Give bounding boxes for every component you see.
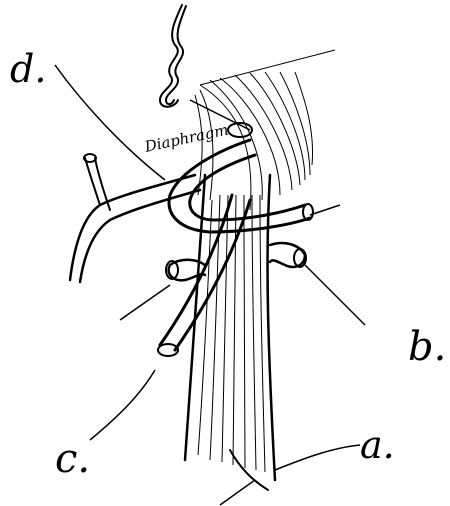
label-d: d. bbox=[10, 47, 46, 91]
label-diaphragm: Diaphragm bbox=[142, 121, 230, 156]
label-b: b. bbox=[408, 324, 446, 370]
label-c: c. bbox=[55, 436, 90, 482]
side-branches-b bbox=[166, 243, 306, 280]
vessel-d bbox=[70, 154, 200, 282]
main-trunk bbox=[185, 175, 275, 490]
upper-squiggle-vessel bbox=[160, 5, 186, 107]
label-a: a. bbox=[360, 423, 395, 467]
